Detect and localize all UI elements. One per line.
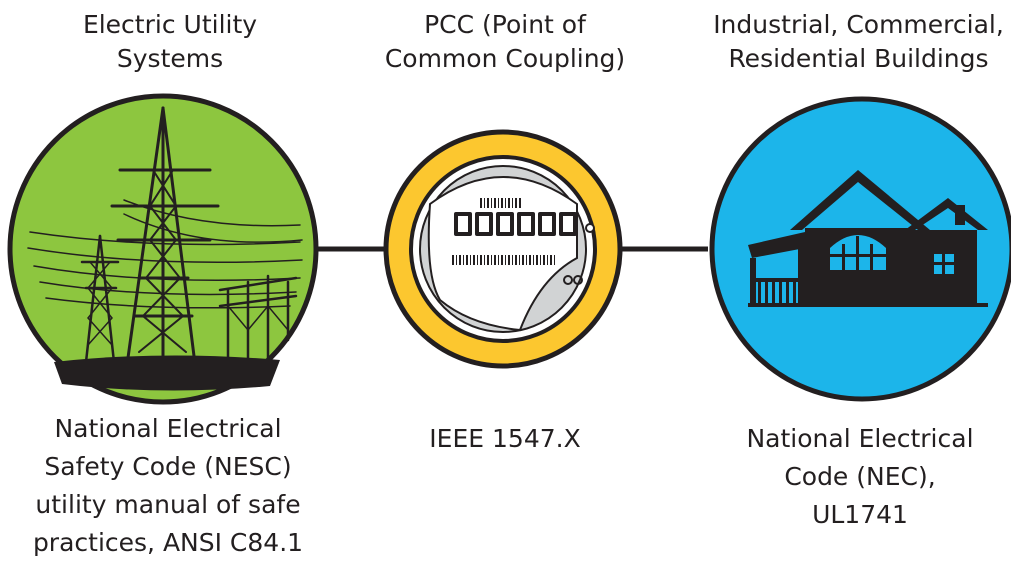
pcc-caption: IEEE 1547.X xyxy=(400,420,610,458)
buildings-caption: National Electrical Code (NEC), UL1741 xyxy=(715,420,1005,534)
buildings-title-line-1: Industrial, Commercial, xyxy=(713,10,1004,39)
buildings-node xyxy=(709,96,1011,402)
pcc-node xyxy=(383,129,623,369)
utility-caption-line-3: utility manual of safe xyxy=(35,490,301,519)
pcc-title-line-1: PCC (Point of xyxy=(424,10,586,39)
transmission-tower-icon xyxy=(27,106,303,391)
buildings-caption-line-3: UL1741 xyxy=(812,500,908,529)
buildings-title-line-2: Residential Buildings xyxy=(728,44,989,73)
utility-node xyxy=(7,93,319,405)
buildings-caption-line-2: Code (NEC), xyxy=(784,462,936,491)
buildings-caption-line-1: National Electrical xyxy=(746,424,974,453)
utility-title-line-2: Systems xyxy=(116,44,224,73)
buildings-title: Industrial, Commercial, Residential Buil… xyxy=(706,8,1011,76)
utility-caption-line-2: Safety Code (NESC) xyxy=(44,452,292,481)
utility-caption-line-4: practices, ANSI C84.1 xyxy=(32,528,304,557)
pcc-title: PCC (Point of Common Coupling) xyxy=(380,8,630,76)
pcc-caption-line-1: IEEE 1547.X xyxy=(429,424,581,453)
pcc-title-line-2: Common Coupling) xyxy=(384,44,626,73)
electric-meter-icon xyxy=(419,165,595,333)
utility-caption-line-1: National Electrical xyxy=(54,414,282,443)
utility-title: Electric Utility Systems xyxy=(50,8,290,76)
utility-caption: National Electrical Safety Code (NESC) u… xyxy=(23,410,313,562)
utility-title-line-1: Electric Utility xyxy=(82,10,258,39)
